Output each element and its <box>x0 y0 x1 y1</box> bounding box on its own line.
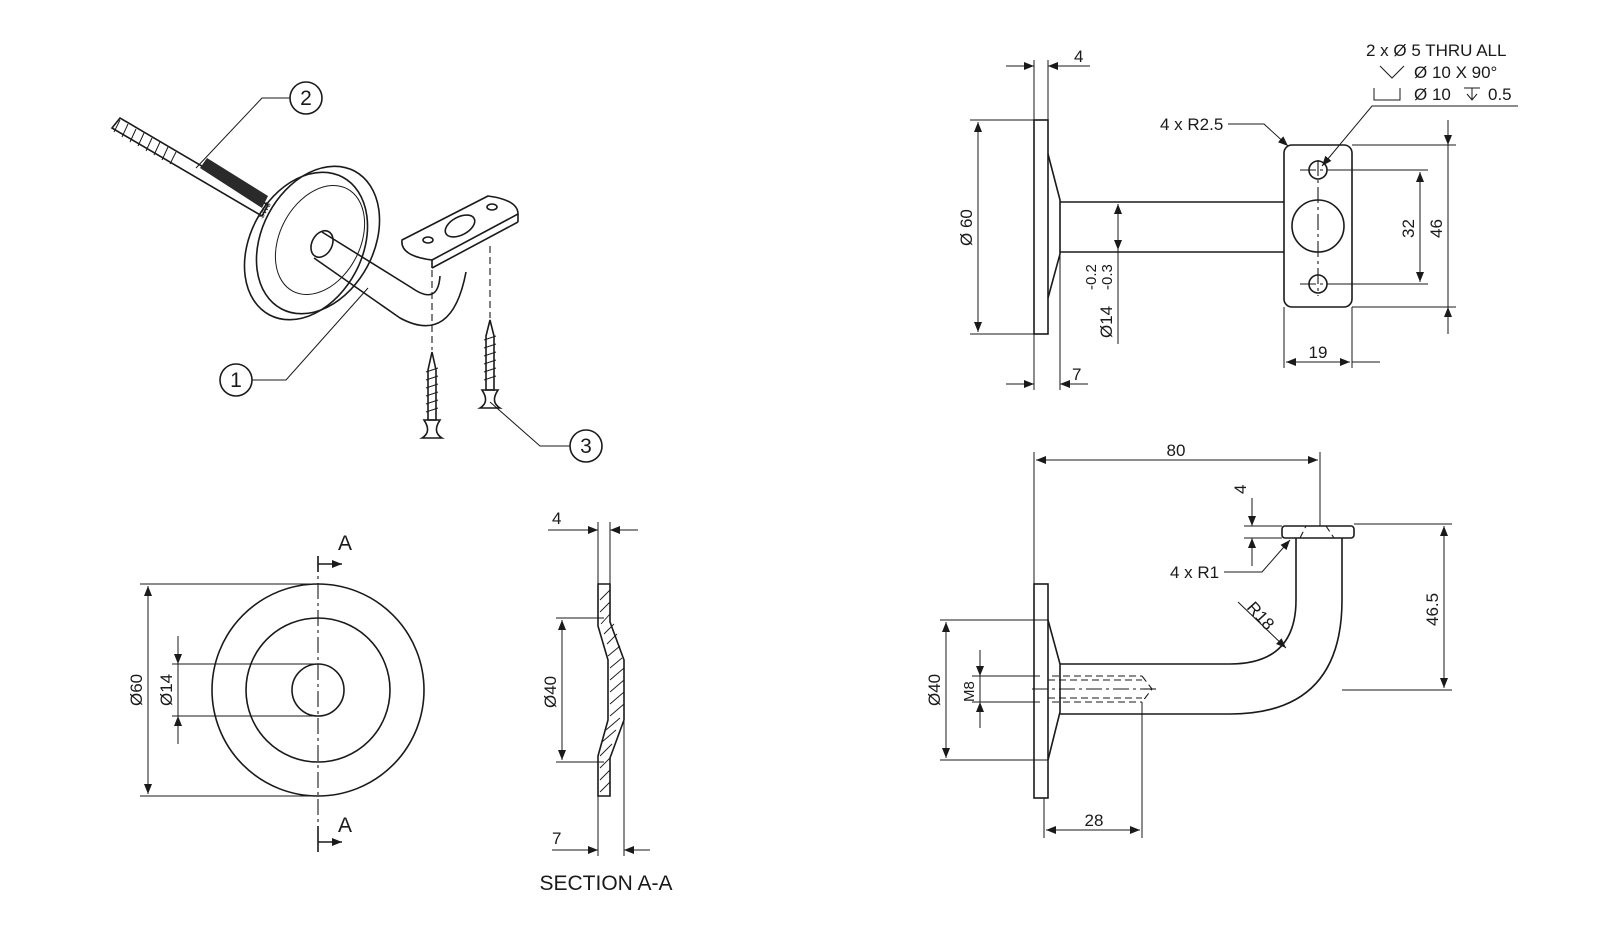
wood-screw-right <box>477 246 503 409</box>
counterbore-symbol <box>1373 88 1401 101</box>
lag-screw: SW3 <box>110 116 273 220</box>
dim-side-flange: Ø40 <box>925 674 944 706</box>
dim-side-thread-length: 28 <box>1085 811 1104 830</box>
note-hole-line3: Ø 10 <box>1414 85 1451 104</box>
balloon-2-label: 2 <box>300 87 312 110</box>
top-view: 4 Ø 60 Ø14 -0.2 -0.3 7 19 32 <box>957 41 1518 390</box>
dim-side-length: 80 <box>1167 441 1186 460</box>
countersink-symbol <box>1379 65 1405 79</box>
dim-top-rod-tol-lower: -0.3 <box>1099 264 1116 290</box>
dim-top-rod-tol-upper: -0.2 <box>1083 264 1100 290</box>
dim-front-outer: Ø60 <box>127 674 146 706</box>
dim-top-rod: Ø14 <box>1097 306 1116 338</box>
side-view: 80 4 4 x R1 R18 46.5 Ø40 M8 28 <box>925 441 1452 838</box>
dim-section-total: 7 <box>552 829 561 848</box>
flange <box>243 165 381 321</box>
dim-side-plate: 4 <box>1231 485 1250 494</box>
balloon-2 <box>289 81 323 115</box>
dim-top-plate-length: 46 <box>1427 219 1446 238</box>
balloon-3-label: 3 <box>580 435 592 458</box>
section-label-bottom: A <box>338 814 352 837</box>
section-label-top: A <box>338 532 352 555</box>
note-hole-line1: 2 x Ø 5 THRU ALL <box>1366 41 1506 60</box>
note-hole-line2: Ø 10 X 90° <box>1414 63 1497 82</box>
depth-symbol <box>1464 87 1480 101</box>
dim-section-dia: Ø40 <box>541 676 560 708</box>
isometric-view: SW3 <box>110 81 603 463</box>
section-view: 4 Ø40 7 SECTION A-A <box>539 509 672 895</box>
note-hole-depth: 0.5 <box>1488 85 1512 104</box>
note-side-fillet: 4 x R1 <box>1170 563 1219 582</box>
dim-top-depth: 7 <box>1072 365 1081 384</box>
leader-3 <box>489 401 570 447</box>
dim-top-flange: Ø 60 <box>957 209 976 246</box>
dim-front-inner: Ø14 <box>157 674 176 706</box>
dim-side-height: 46.5 <box>1423 593 1442 626</box>
mounting-plate <box>401 195 519 269</box>
leader-2 <box>195 97 290 169</box>
balloon-1 <box>219 363 253 397</box>
balloon-3 <box>569 429 603 463</box>
leader-1 <box>252 287 369 381</box>
balloon-1-label: 1 <box>230 369 242 392</box>
dim-side-bend-radius: R18 <box>1243 598 1278 634</box>
dim-top-plate: 4 <box>1074 47 1083 66</box>
dim-section-thickness: 4 <box>552 509 561 528</box>
section-title: SECTION A-A <box>539 872 672 895</box>
note-top-radius: 4 x R2.5 <box>1160 115 1223 134</box>
dim-top-width: 19 <box>1309 343 1328 362</box>
bent-rod <box>310 229 467 327</box>
wood-screw-left <box>419 270 445 439</box>
dim-top-hole-spacing: 32 <box>1399 219 1418 238</box>
dim-side-thread: M8 <box>961 681 978 702</box>
front-view: A A Ø60 Ø14 <box>127 532 425 852</box>
